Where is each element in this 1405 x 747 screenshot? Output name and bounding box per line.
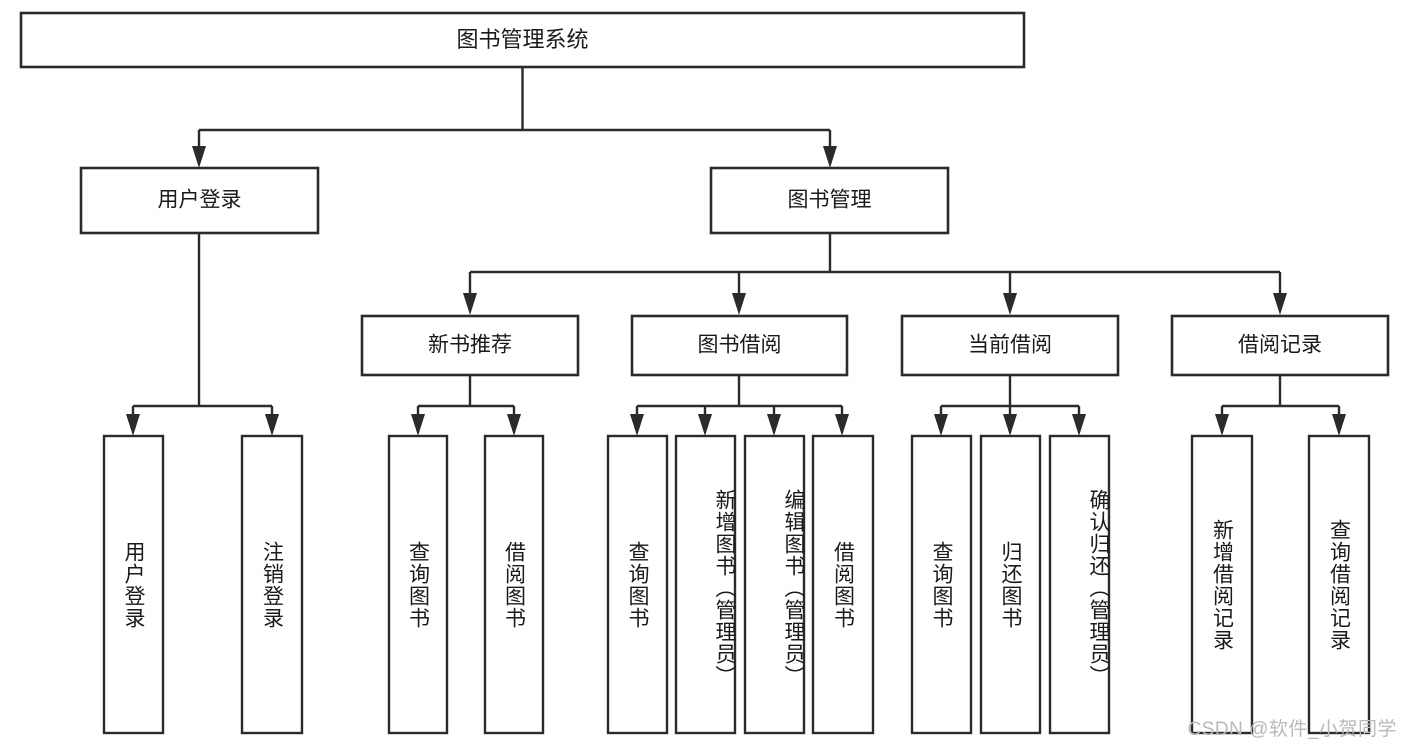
arrow-to-leaf-borrow-book-1	[507, 414, 521, 436]
leaf-box-borrow-book-2[interactable]	[811, 434, 875, 735]
leaf-box-query-book-1[interactable]	[387, 434, 449, 735]
root-label: 图书管理系统	[456, 27, 588, 52]
book-borrow-label: 图书借阅	[698, 334, 782, 357]
arrow-to-leaf-borrow-book-2	[835, 414, 849, 436]
arrow-to-leaf-query-book-1	[411, 414, 425, 436]
arrow-to-leaf-return-book	[1003, 414, 1017, 436]
edges-root-to-level2	[192, 67, 837, 168]
user-login-box[interactable]	[79, 166, 320, 235]
leaf-box-edit-book[interactable]	[743, 434, 806, 735]
edges-current-borrow-to-leaves	[934, 375, 1086, 436]
arrow-to-leaf-query-book-3	[934, 414, 948, 436]
leaf-box-return-book[interactable]	[979, 434, 1042, 735]
current-borrow-box[interactable]	[900, 314, 1120, 377]
edges-borrow-record-to-leaves	[1215, 375, 1346, 436]
arrow-to-book-borrow	[732, 293, 746, 315]
arrow-to-current-borrow	[1003, 293, 1017, 315]
leaf-box-query-book-3[interactable]	[910, 434, 973, 735]
arrow-to-leaf-user-login	[126, 414, 140, 436]
node-borrow-record[interactable]: 借阅记录	[1170, 314, 1390, 377]
new-book-recommend-box[interactable]	[360, 314, 580, 377]
edges-user-login-to-leaves	[126, 233, 279, 436]
current-borrow-label: 当前借阅	[968, 334, 1052, 357]
node-user-login[interactable]: 用户登录	[79, 166, 320, 235]
arrow-to-leaf-confirm-return	[1072, 414, 1086, 436]
leaf-box-query-book-2[interactable]	[606, 434, 669, 735]
new-book-recommend-label: 新书推荐	[428, 334, 512, 357]
edges-new-book-recommend-to-leaves	[411, 375, 521, 436]
user-login-label: 用户登录	[158, 189, 242, 212]
leaf-box-confirm-return[interactable]	[1048, 434, 1111, 735]
book-manage-box[interactable]	[709, 166, 950, 235]
borrow-record-box[interactable]	[1170, 314, 1390, 377]
arrow-to-leaf-query-record	[1332, 414, 1346, 436]
node-current-borrow[interactable]: 当前借阅	[900, 314, 1120, 377]
leaf-box-add-record[interactable]	[1190, 434, 1254, 735]
leaf-box-borrow-book-1[interactable]	[483, 434, 545, 735]
arrow-to-leaf-add-book	[698, 414, 712, 436]
book-borrow-box[interactable]	[630, 314, 849, 377]
arrow-to-leaf-user-logout	[265, 414, 279, 436]
csdn-watermark: CSDN @软件_小贺同学	[1187, 719, 1397, 740]
node-book-borrow[interactable]: 图书借阅	[630, 314, 849, 377]
arrow-root-to-book-manage	[823, 146, 837, 168]
leaf-box-user-logout[interactable]	[240, 434, 304, 735]
book-manage-label: 图书管理	[788, 189, 872, 212]
arrow-to-leaf-add-record	[1215, 414, 1229, 436]
leaf-boxes	[102, 434, 1371, 735]
arrow-to-new-book-recommend	[463, 293, 477, 315]
leaf-box-user-login[interactable]	[102, 434, 165, 735]
arrow-to-leaf-query-book-2	[630, 414, 644, 436]
edges-book-manage-to-level3	[463, 233, 1287, 315]
borrow-record-label: 借阅记录	[1238, 334, 1322, 357]
arrow-to-borrow-record	[1273, 293, 1287, 315]
leaf-box-query-record[interactable]	[1307, 434, 1371, 735]
arrow-to-leaf-edit-book	[767, 414, 781, 436]
root-box[interactable]	[19, 11, 1026, 69]
arrow-root-to-user-login	[192, 146, 206, 168]
edges-book-borrow-to-leaves	[630, 375, 849, 436]
node-new-book-recommend[interactable]: 新书推荐	[360, 314, 580, 377]
leaf-box-add-book[interactable]	[674, 434, 737, 735]
node-root[interactable]: 图书管理系统	[19, 11, 1026, 69]
node-book-manage[interactable]: 图书管理	[709, 166, 950, 235]
